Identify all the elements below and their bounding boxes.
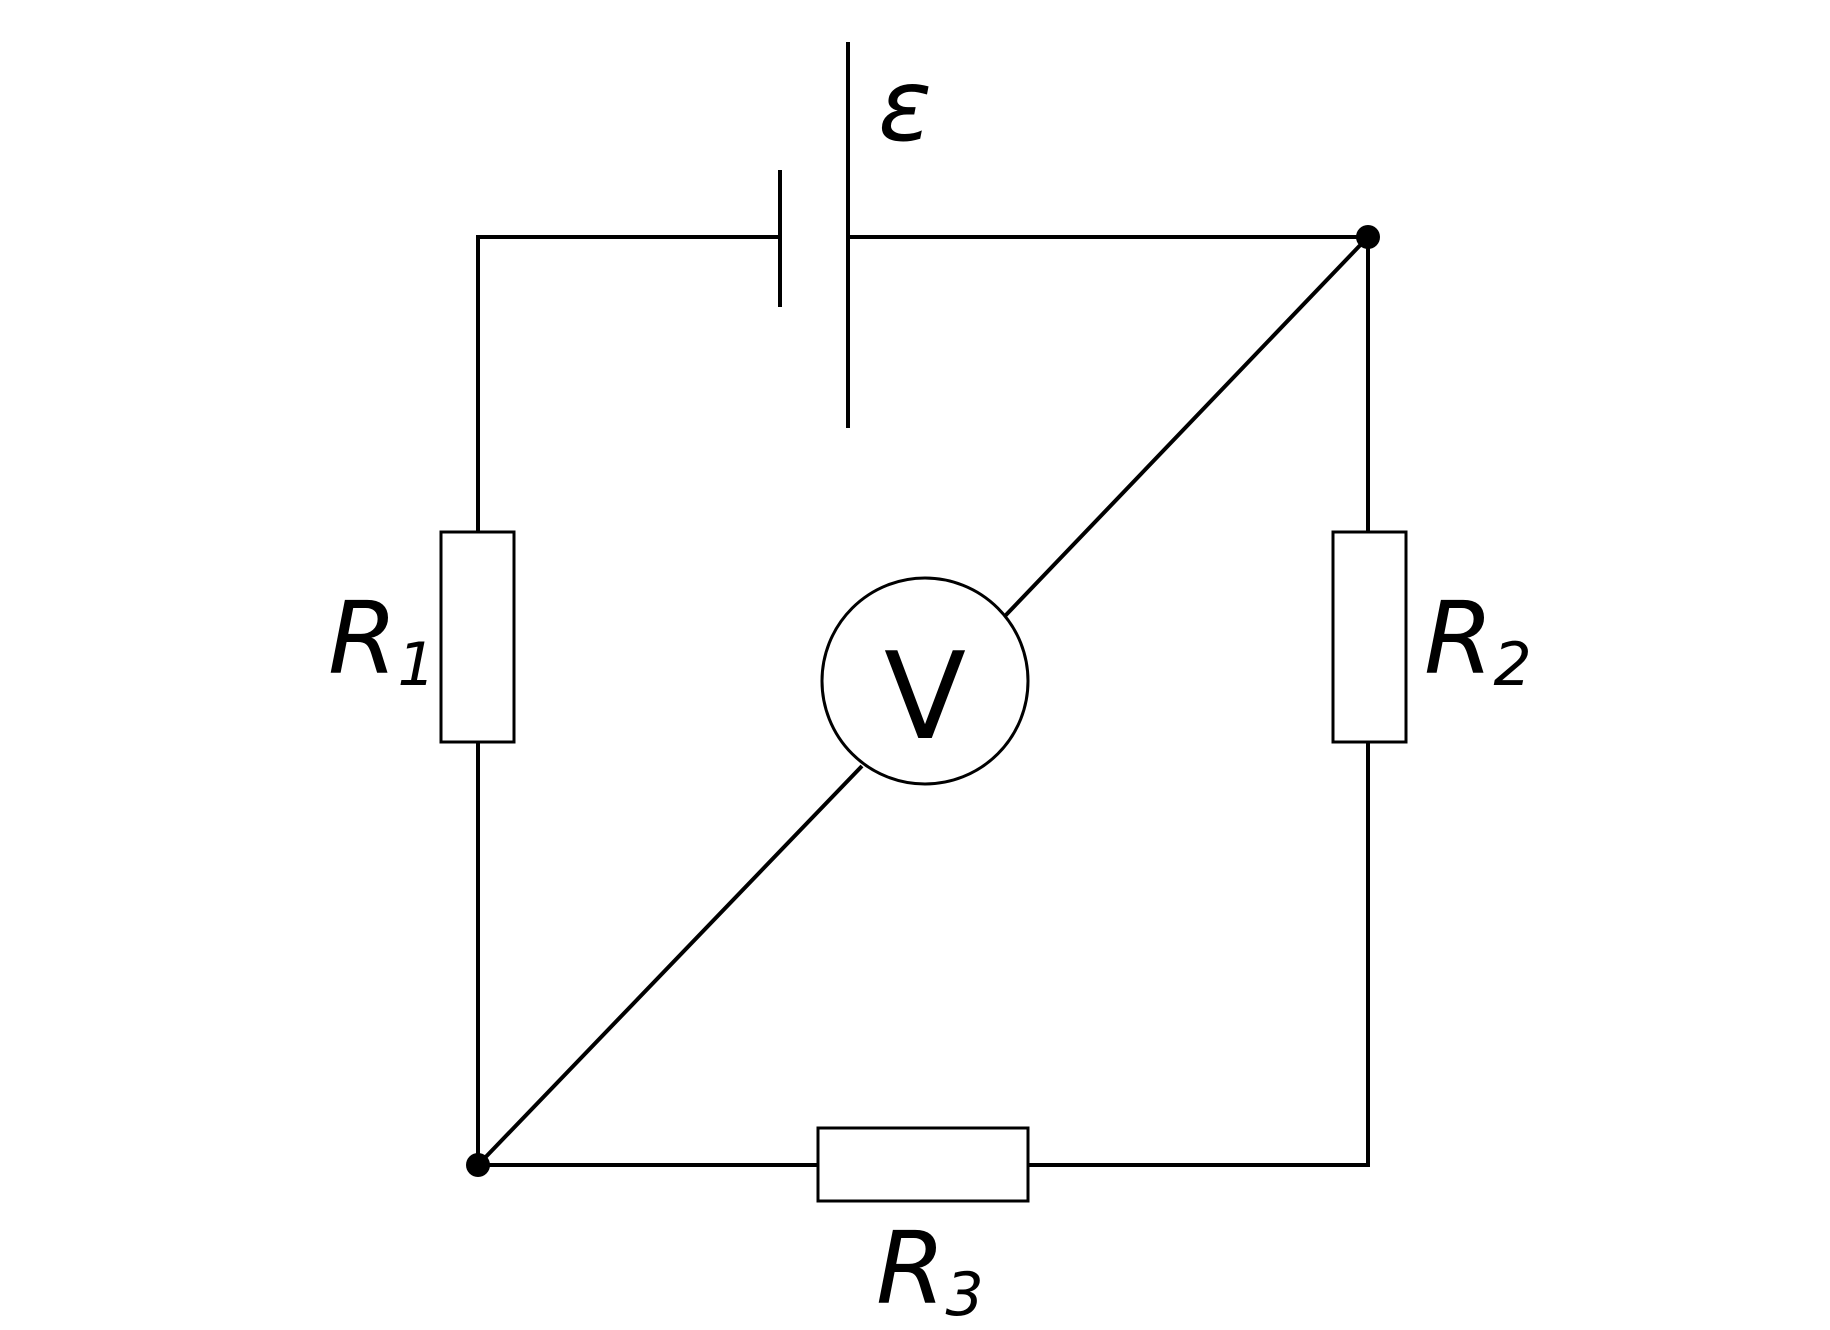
wire-top-left — [476, 235, 778, 742]
wire-right — [1028, 237, 1370, 1167]
wire-diagonal-lower — [476, 764, 864, 1167]
r2-label: R2 — [1424, 580, 1532, 700]
r3-label: R3 — [876, 1210, 984, 1330]
voltmeter-label: V — [884, 628, 966, 767]
node-top-right — [1356, 225, 1380, 249]
resistor-r2 — [1331, 530, 1408, 744]
resistor-r3 — [816, 1126, 1030, 1203]
resistor-r1 — [439, 530, 516, 744]
emf-label: ε — [878, 47, 932, 164]
wire-diagonal-upper — [1003, 235, 1370, 618]
r1-label: R1 — [328, 580, 436, 700]
node-bottom-left — [466, 1153, 490, 1177]
voltmeter-circle — [820, 576, 1030, 786]
